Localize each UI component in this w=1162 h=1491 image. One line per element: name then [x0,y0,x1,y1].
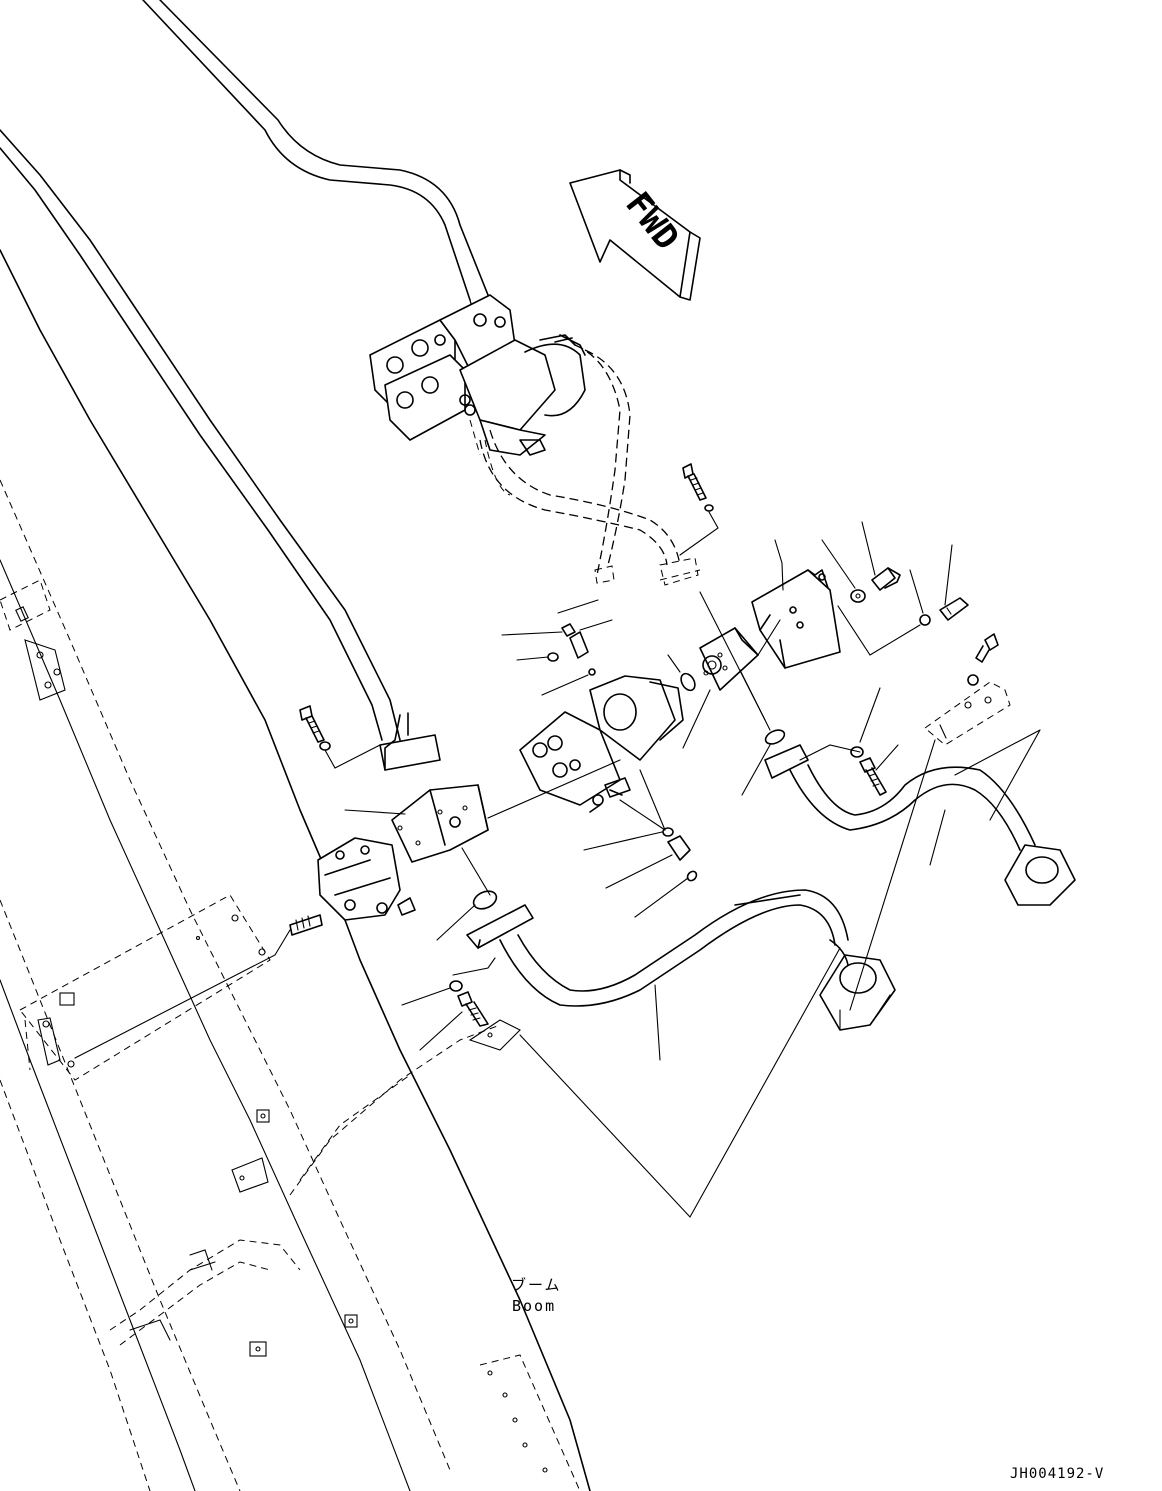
drawing-id-label: JH004192-V [1010,1466,1105,1482]
flange-block-center [667,619,781,749]
bolt-washer-lower-left [401,957,496,1051]
bolt-washer-upper-right [821,521,969,626]
lower-left-frame [19,894,271,1081]
valve-hoses-dashed [469,344,681,576]
left-bracket-group [0,579,66,701]
centerline-guides [461,591,766,896]
boom-label-english: Boom [512,1297,557,1315]
hose-end-fittings [594,557,701,586]
fwd-arrow-icon: FWD [569,169,701,301]
lower-bracket-rail [109,1019,521,1346]
leader-lines-bottom [519,947,841,1218]
hydraulic-pipe-lower [436,889,896,1061]
mounting-bracket-left [74,837,416,1059]
bolt-plate-left [299,705,441,771]
boom-outline-left-rail [0,129,591,1491]
bolt-washer-right-mid [850,687,899,796]
boom-mounting-bosses [231,1109,581,1491]
bracket-upper-right [849,633,1041,1011]
relief-valve-center [519,675,684,813]
bolt-washer-top [679,463,719,556]
boom-label-japanese: ブーム [511,1276,562,1294]
pipe-fittings-mid [583,799,698,918]
mounting-block-upper [751,539,921,669]
small-fittings-center [501,599,613,696]
hydraulic-pipe-upper-right [741,729,1076,906]
control-valve-assembly [369,294,586,456]
boom-outline-upper [142,0,491,331]
mounting-block-center [344,759,621,863]
